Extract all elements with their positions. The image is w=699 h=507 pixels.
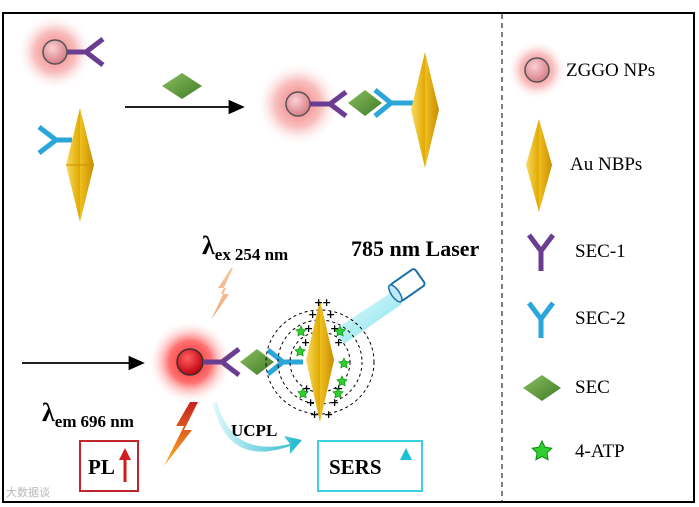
- watermark: 大数据谈: [6, 486, 50, 499]
- svg-text:+: +: [310, 408, 319, 421]
- svg-text:+: +: [322, 296, 331, 309]
- svg-text:+: +: [334, 382, 343, 395]
- svg-text:+: +: [306, 396, 315, 409]
- sec-antigen-diamond: [162, 73, 202, 99]
- zggo-sec1-conjugate: [17, 14, 105, 90]
- lambda-em-symbol: λ: [42, 398, 55, 427]
- svg-text:+: +: [334, 336, 343, 349]
- legend-atp-label: 4-ATP: [575, 441, 625, 462]
- legend-aunbp-icon: [526, 119, 552, 212]
- legend-zggo-label: ZGGO NPs: [566, 60, 656, 81]
- laser-label: 785 nm Laser: [351, 236, 480, 261]
- legend-atp-icon: [531, 439, 553, 461]
- legend-sec2-label: SEC-2: [575, 308, 626, 329]
- svg-text:+: +: [330, 396, 339, 409]
- svg-text:+: +: [326, 308, 335, 321]
- emission-light-bolt: [164, 402, 198, 466]
- lambda-ex-sub: ex: [214, 245, 231, 264]
- electromagnetic-field-lines: [265, 309, 375, 415]
- svg-text:+: +: [304, 322, 313, 335]
- pl-label: PL: [88, 455, 115, 479]
- svg-text:+: +: [301, 336, 310, 349]
- pl-box: [79, 440, 139, 492]
- lambda-ex-symbol: λ: [202, 231, 215, 260]
- svg-text:+: +: [330, 322, 339, 335]
- surface-charges: ++ ++ ++ ++ ++ ++ ++: [301, 296, 343, 421]
- legend-sec2-icon: [527, 301, 555, 338]
- pl-up-arrow: [119, 448, 131, 482]
- legend-sec1-icon: [527, 233, 555, 271]
- svg-text:+: +: [308, 308, 317, 321]
- lambda-em-sub: em: [54, 412, 77, 431]
- atp-reporter-molecules: [294, 325, 350, 399]
- ucpl-label: UCPL: [231, 421, 278, 440]
- emission-wavelength-label: λem 696 nm: [42, 398, 134, 431]
- legend-sec1-label: SEC-1: [575, 241, 626, 262]
- excitation-wavelength-label: λex 254 nm: [202, 231, 289, 264]
- svg-text:+: +: [324, 408, 333, 421]
- legend-zggo-icon: [507, 40, 567, 100]
- excited-zggo-np: [148, 320, 303, 404]
- excitation-light-bolt: [211, 268, 233, 320]
- legend-sec-icon: [523, 375, 561, 401]
- sers-up-arrow: [400, 448, 412, 482]
- svg-text:+: +: [314, 296, 323, 309]
- legend-aunbp-label: Au NBPs: [570, 154, 643, 175]
- lambda-em-value: 696 nm: [80, 412, 134, 431]
- outer-frame: [2, 12, 695, 503]
- legend-sec-label: SEC: [575, 377, 610, 398]
- ucpl-arrow: [213, 402, 302, 454]
- lambda-ex-value: 254 nm: [234, 245, 289, 264]
- svg-text:+: +: [302, 382, 311, 395]
- sers-label: SERS: [329, 455, 382, 479]
- sandwich-complex: [256, 52, 439, 168]
- aunbp-sers-probe: [306, 300, 334, 422]
- aunbp-sec2-conjugate: [37, 108, 94, 222]
- laser-source: [334, 268, 426, 344]
